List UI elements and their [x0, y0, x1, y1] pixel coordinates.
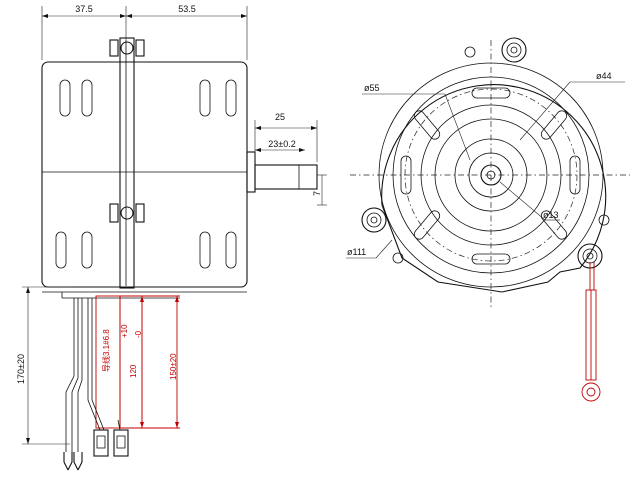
- dim-top-left: 37.5: [75, 4, 93, 14]
- lead-tag: 导线3.1#6.8: [101, 329, 111, 372]
- ground-lead: [581, 262, 601, 402]
- dia-mid: ø44: [596, 71, 612, 81]
- dim-lead-red: 150±20: [169, 353, 178, 380]
- side-view: 37.5 53.5: [16, 4, 327, 471]
- shaft: 25 23±0.2 7: [246, 112, 327, 206]
- dim-lead-cut-tol-lower: -0: [134, 330, 143, 338]
- dim-lead-total: 170±20: [16, 354, 26, 384]
- dia-outer: ø55: [364, 83, 380, 93]
- dim-shaft-flat: 7: [312, 191, 322, 196]
- mounting-lugs: [361, 37, 603, 269]
- dim-lead-cut: 120: [129, 364, 138, 378]
- lead-wires: [63, 298, 129, 471]
- lead-total-dimension: 170±20: [16, 286, 70, 445]
- ring-slots: [400, 87, 581, 265]
- dia-mount: ø111: [347, 247, 366, 257]
- dim-shaft-tol: 23±0.2: [268, 139, 295, 149]
- lead-sleeve: 导线3.1#6.8 120 +10 -0 150±20: [95, 295, 180, 429]
- center-bracket: [109, 37, 145, 289]
- front-view: ø55 ø44 ø13 ø111: [346, 37, 630, 402]
- dim-shaft-length: 25: [275, 112, 285, 122]
- dim-lead-cut-tol-upper: +10: [120, 324, 129, 338]
- diameter-labels: ø55 ø44 ø13 ø111: [346, 71, 625, 259]
- dia-shaft: ø13: [543, 210, 559, 220]
- dim-top-right: 53.5: [178, 4, 196, 14]
- top-dimensions: 37.5 53.5: [41, 4, 248, 60]
- motor-body: [41, 61, 248, 299]
